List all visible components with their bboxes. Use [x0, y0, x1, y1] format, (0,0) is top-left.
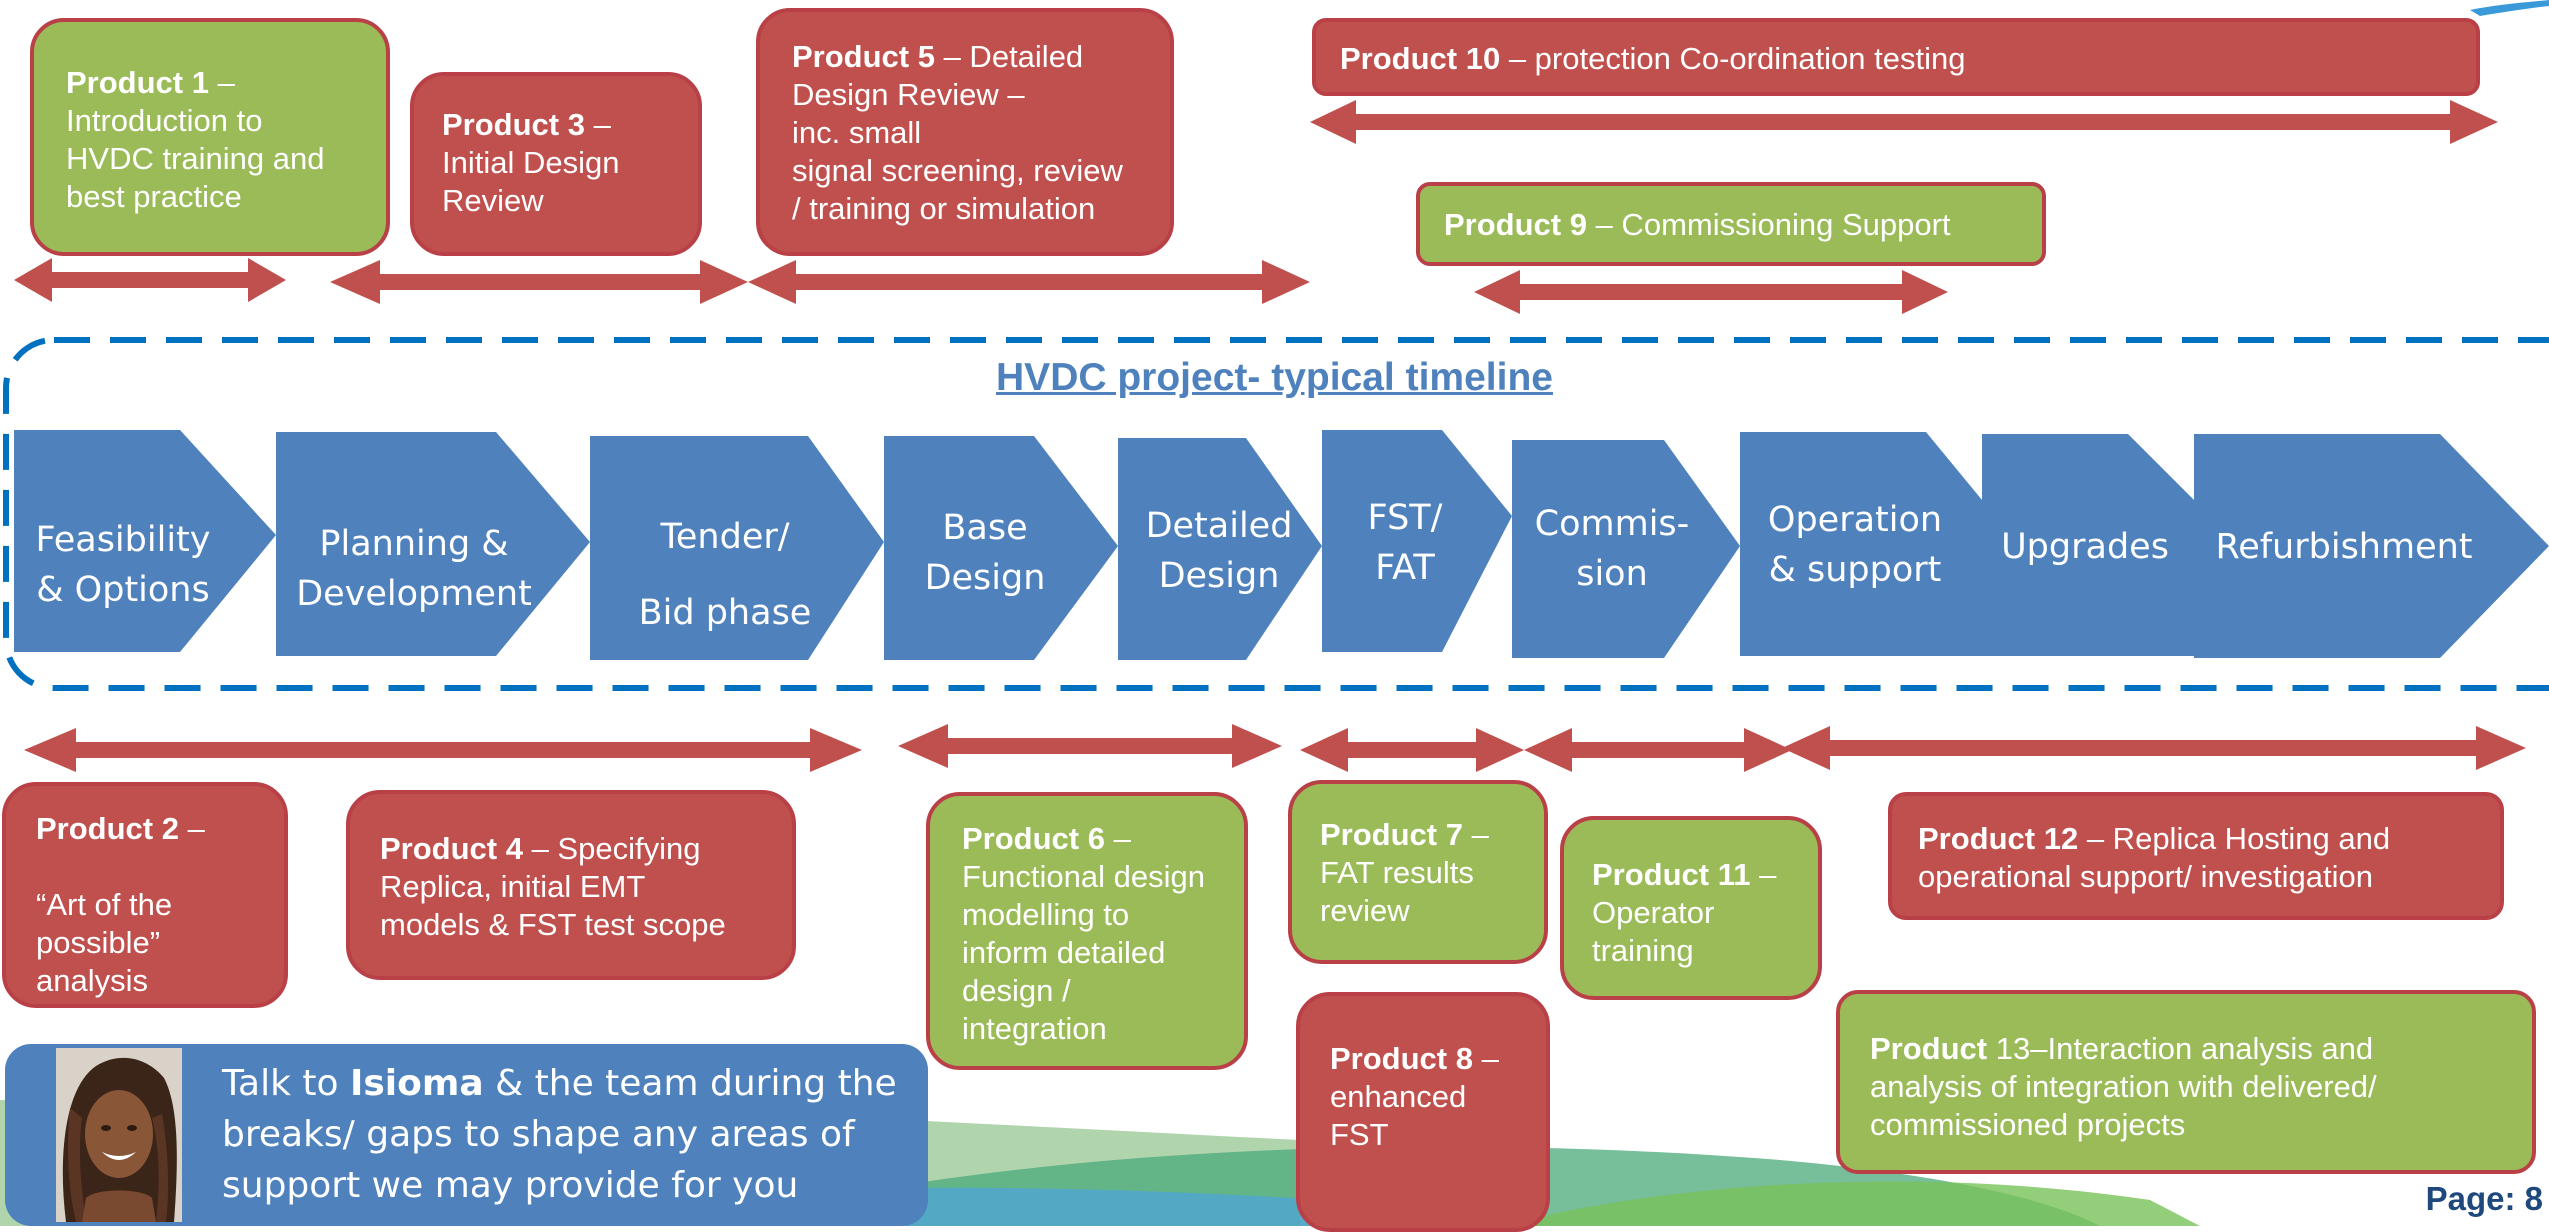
product-9-name: Product 9	[1444, 207, 1587, 242]
product-3-text: – Initial Design Review	[442, 107, 620, 218]
bottom-arrows	[24, 724, 2526, 772]
phase-label-line2: FAT	[1375, 548, 1435, 588]
phase-operation: Operation & support	[1740, 460, 1970, 630]
arrow-product-11	[1524, 728, 1792, 772]
chevron-feasibility	[14, 430, 276, 652]
product-8-text: – enhanced FST	[1330, 1041, 1499, 1152]
chevron-detailed-design	[1118, 438, 1322, 660]
talk-text: Talk to Isioma & the team during the bre…	[222, 1058, 922, 1211]
chevron-operation	[1740, 432, 1982, 656]
phase-label-line2: Design	[924, 558, 1046, 598]
product-9-box: Product 9 – Commissioning Support	[1416, 182, 2046, 266]
product-6-box: Product 6 – Functional design modelling …	[926, 792, 1248, 1070]
chevron-refurbishment	[2194, 434, 2549, 658]
phase-label-line1: Commis-	[1534, 504, 1690, 544]
product-11-name: Product 11	[1592, 857, 1751, 892]
product-4-text: – Specifying Replica, initial EMT models…	[380, 831, 726, 942]
timeline-frame	[3, 337, 2549, 691]
product-3-box: Product 3 – Initial Design Review	[410, 72, 702, 256]
phase-detailed-design: Detailed Design	[1118, 466, 1320, 636]
product-10-text: – protection Co-ordination testing	[1500, 41, 1966, 76]
product-7-box: Product 7 – FAT results review	[1288, 780, 1548, 964]
product-2-text: – “Art of the possible” analysis	[36, 811, 205, 998]
phase-label-line1: Planning &	[319, 524, 509, 564]
product-11-box: Product 11 – Operator training	[1560, 816, 1822, 1000]
product-1-name: Product 1	[66, 65, 209, 100]
product-7-name: Product 7	[1320, 817, 1463, 852]
chevron-base-design	[884, 436, 1118, 660]
phase-label-line2: Design	[1158, 556, 1280, 596]
phase-label-line2: & Options	[36, 570, 210, 610]
arrow-product-10	[1310, 100, 2498, 144]
product-13-box: Product 13–Interaction analysis and anal…	[1836, 990, 2536, 1174]
phase-tender: Tender/ Bid phase	[590, 460, 860, 690]
product-3-name: Product 3	[442, 107, 585, 142]
product-1-text: – Introduction to HVDC training and best…	[66, 65, 325, 214]
timeline-title: HVDC project- typical timeline	[996, 356, 1553, 399]
phase-planning: Planning & Development	[276, 484, 552, 654]
arrow-product-1	[14, 258, 286, 302]
arrow-product-12	[1782, 726, 2526, 770]
product-13-name: Product	[1870, 1031, 1988, 1066]
product-12-box: Product 12 – Replica Hosting and operati…	[1888, 792, 2504, 920]
arrow-product-9	[1474, 270, 1948, 314]
product-6-text: – Functional design modelling to inform …	[962, 821, 1205, 1046]
talk-post: & the team during the breaks/ gaps to sh…	[222, 1063, 897, 1206]
arrow-product-3	[330, 260, 748, 304]
phase-label-line1: Detailed	[1145, 506, 1293, 546]
chevron-commission	[1512, 440, 1740, 658]
product-10-box: Product 10 – protection Co-ordination te…	[1312, 18, 2480, 96]
phase-label-line1: Operation	[1767, 500, 1943, 540]
product-8-box: Product 8 – enhanced FST	[1296, 992, 1550, 1232]
phase-label-line2: Development	[296, 574, 532, 614]
chevron-planning	[276, 432, 590, 656]
product-12-name: Product 12	[1918, 821, 2079, 856]
phase-fst-fat: FST/ FAT	[1322, 458, 1488, 628]
product-4-box: Product 4 – Specifying Replica, initial …	[346, 790, 796, 980]
product-11-text: – Operator training	[1592, 857, 1777, 968]
arrow-product-2-4	[24, 728, 862, 772]
phase-label-line1: FST/	[1367, 498, 1443, 538]
phase-label-line2: Bid phase	[638, 593, 812, 633]
product-2-box: Product 2 – “Art of the possible” analys…	[2, 782, 288, 1008]
phase-commission: Commis- sion	[1512, 464, 1712, 634]
phase-label-line1: Feasibility	[35, 520, 211, 560]
phase-chevrons	[14, 430, 2549, 660]
product-2-name: Product 2	[36, 811, 179, 846]
talk-pre: Talk to	[222, 1063, 350, 1104]
product-4-name: Product 4	[380, 831, 523, 866]
phase-feasibility: Feasibility & Options	[14, 480, 232, 650]
product-5-box: Product 5 – Detailed Design Review – inc…	[756, 8, 1174, 256]
phase-refurbishment: Refurbishment	[2194, 462, 2494, 632]
product-10-name: Product 10	[1340, 41, 1501, 76]
top-arrows	[14, 100, 2498, 314]
phase-upgrades: Upgrades	[1982, 462, 2188, 632]
chevron-upgrades	[1982, 434, 2194, 656]
chevron-fst-fat	[1322, 430, 1512, 652]
product-12-text: – Replica Hosting and operational suppor…	[1918, 821, 2391, 894]
product-5-text: – Detailed Design Review – inc. small si…	[792, 39, 1123, 226]
arrow-product-7-8	[1300, 728, 1524, 772]
phase-base-design: Base Design	[884, 468, 1086, 638]
product-8-name: Product 8	[1330, 1041, 1473, 1076]
arrow-product-5	[748, 260, 1310, 304]
page-number: Page: 8	[2425, 1180, 2543, 1217]
phase-label-line1: Refurbishment	[2215, 527, 2473, 567]
product-7-text: – FAT results review	[1320, 817, 1489, 928]
phase-label-line2: & support	[1768, 550, 1942, 590]
phase-label-line1: Upgrades	[2001, 527, 2169, 567]
product-13-text: 13–Interaction analysis and analysis of …	[1870, 1031, 2377, 1142]
product-6-name: Product 6	[962, 821, 1105, 856]
chevron-tender	[590, 436, 884, 660]
phase-label-line1: Base	[942, 508, 1028, 548]
phase-label-line2: sion	[1576, 554, 1648, 594]
phase-label-line1: Tender/	[660, 517, 790, 557]
avatar	[56, 1048, 182, 1222]
product-9-text: – Commissioning Support	[1586, 207, 1951, 242]
product-1-box: Product 1 – Introduction to HVDC trainin…	[30, 18, 390, 256]
talk-name: Isioma	[349, 1063, 484, 1104]
arrow-product-6	[898, 724, 1282, 768]
product-5-name: Product 5	[792, 39, 935, 74]
